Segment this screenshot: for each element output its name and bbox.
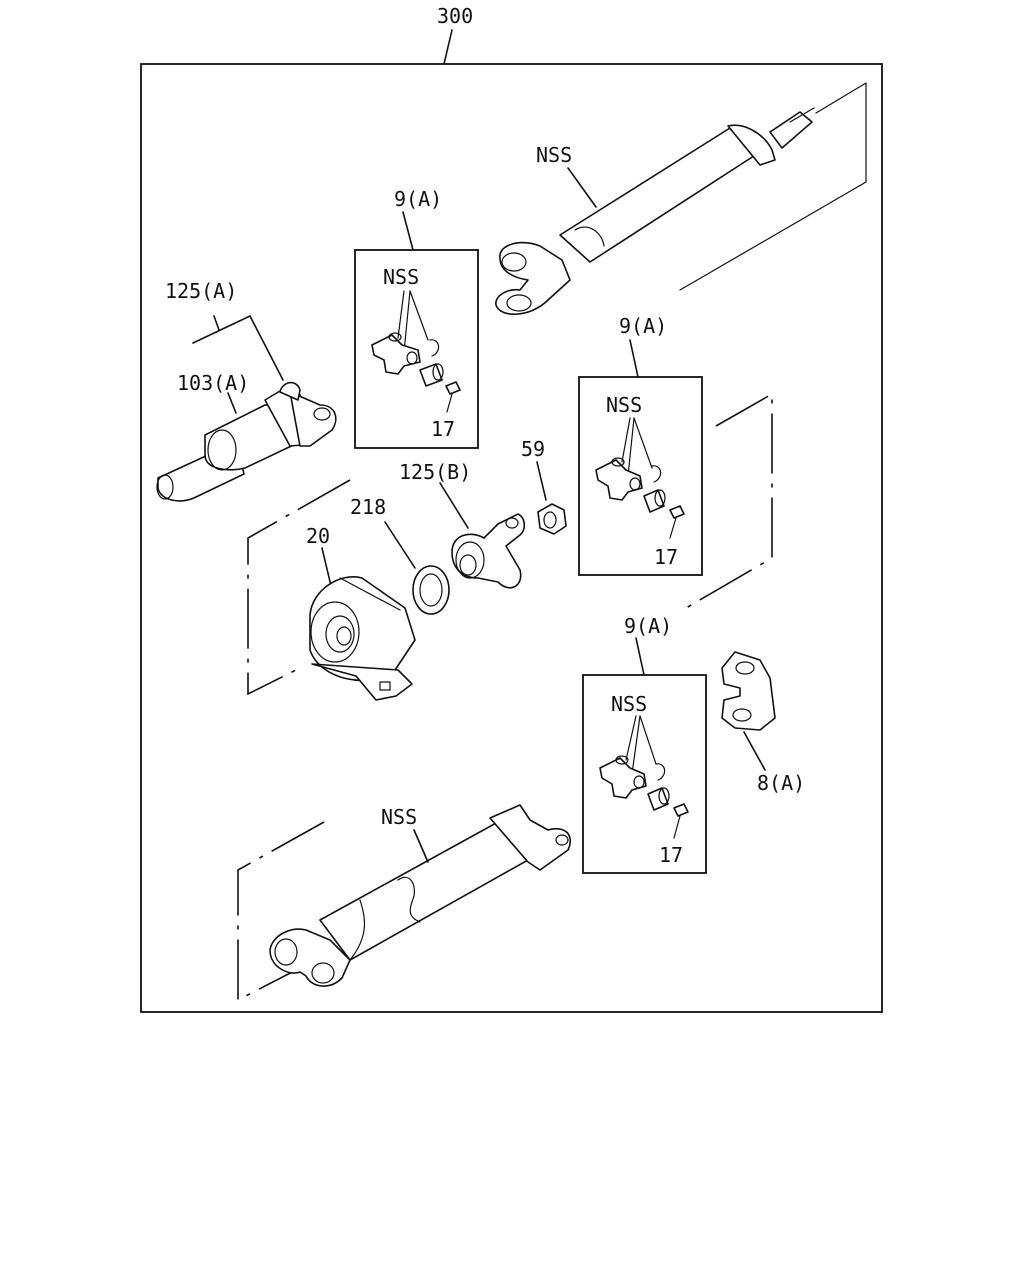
bearing-cup-top [419,363,444,387]
centerline-left [247,479,351,696]
nut-59 [536,461,567,535]
label-nss-rear: NSS [381,805,417,829]
grease-fitting-top [445,381,461,413]
grease-fitting-mid [669,505,685,539]
assembly-frame [140,63,883,1013]
snap-ring-low [655,763,666,781]
assembly-leader [443,29,453,65]
kit-box-mid [578,339,703,576]
center-bearing-20 [247,479,416,701]
front-propeller-shaft [495,82,867,315]
label-yoke-125a: 125(A) [165,279,237,303]
label-yoke-125b: 125(B) [399,460,471,484]
label-kit-top-fitting: 17 [431,417,455,441]
universal-joint-spider-low [599,755,647,799]
leader-nss-rear [413,829,429,863]
label-kit-low-fitting: 17 [659,843,683,867]
label-bearing-20: 20 [306,524,330,548]
grease-fitting-low [673,803,689,839]
centerline-right [685,392,773,609]
label-flange-yoke-8a: 8(A) [757,771,805,795]
label-nut-59: 59 [521,437,545,461]
universal-joint-spider-top [371,332,421,375]
bearing-cup-low [647,787,670,811]
label-nss-front: NSS [536,143,572,167]
snap-ring-mid [651,465,662,483]
yoke-125a-sleeve-103a [156,315,337,502]
label-kit-mid-nss: NSS [606,393,642,417]
label-kit-top: 9(A) [394,187,442,211]
bearing-cup-mid [643,489,666,513]
kit-box-top [354,211,479,449]
washer-218 [384,521,450,615]
kit-box-low [582,637,707,874]
label-kit-low: 9(A) [624,614,672,638]
centerline-bottom [237,821,325,1002]
label-sleeve-103a: 103(A) [177,371,249,395]
label-kit-low-nss: NSS [611,692,647,716]
label-kit-top-nss: NSS [383,265,419,289]
label-washer-218: 218 [350,495,386,519]
universal-joint-spider-mid [595,457,643,501]
yoke-125b [439,482,526,589]
leader-nss-front [567,167,597,208]
flange-yoke-8a [721,651,776,771]
label-kit-mid-fitting: 17 [654,545,678,569]
assembly-number: 300 [437,4,473,28]
rear-propeller-shaft [237,804,572,1002]
snap-ring-top [429,339,440,357]
label-kit-mid: 9(A) [619,314,667,338]
